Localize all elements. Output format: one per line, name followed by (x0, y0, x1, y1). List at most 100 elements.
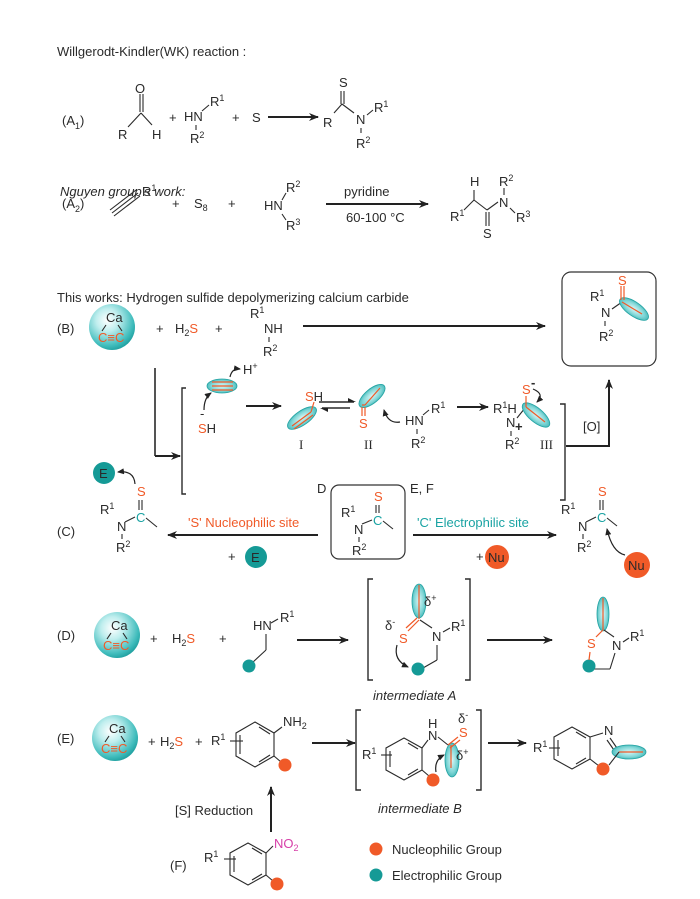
svg-text:R2: R2 (352, 542, 366, 558)
svg-text:SH: SH (198, 421, 216, 436)
svg-text:S: S (252, 110, 261, 125)
svg-text:N: N (432, 629, 441, 644)
svg-text:E: E (99, 466, 108, 481)
electrophilic-group-dot (582, 659, 596, 673)
svg-text:N: N (578, 519, 587, 534)
svg-text:+: + (228, 196, 236, 211)
svg-text:R1: R1 (100, 501, 114, 517)
svg-text:R1: R1 (362, 746, 376, 762)
svg-text:HN: HN (264, 198, 283, 213)
svg-text:C≡C: C≡C (98, 330, 124, 345)
thioamide-box (330, 484, 406, 560)
svg-text:S: S (374, 489, 383, 504)
nucleophilic-group-dot (270, 877, 284, 891)
label-d: (D) (57, 628, 75, 643)
svg-text:R1: R1 (142, 183, 156, 199)
scheme-a2: (A2) R1 + S8 + HN R2 R3 pyridine 60-100 … (62, 173, 530, 241)
nucleophile-badge (485, 545, 509, 569)
svg-text:+: + (195, 734, 203, 749)
svg-text:N: N (354, 522, 363, 537)
svg-text:S: S (459, 725, 468, 740)
heading-nguyen: Nguyen group's work: (60, 184, 186, 199)
svg-text:C: C (373, 513, 382, 528)
scheme-e: (E) Ca C≡C + H2S + R1 NH2 R1 H N (57, 709, 647, 816)
legend: Nucleophilic Group Electrophilic Group (369, 842, 502, 883)
calcium-carbide-sphere: Ca C≡C (92, 715, 138, 761)
svg-text:C≡C: C≡C (103, 638, 129, 653)
svg-text:S8: S8 (194, 196, 208, 213)
s-nucleophilic-site: 'S' Nucleophilic site (188, 515, 299, 530)
svg-text:S: S (399, 631, 408, 646)
svg-text:C: C (597, 510, 606, 525)
delta-plus: δ+ (456, 747, 469, 763)
nucleophilic-group-dot (596, 762, 610, 776)
svg-text:O: O (135, 81, 145, 96)
svg-text:R1: R1 (210, 93, 224, 109)
svg-text:-: - (200, 406, 204, 421)
nucleophile-badge (624, 552, 650, 578)
scheme-f: [S] Reduction (F) R1 NO2 (170, 786, 299, 891)
svg-text:R1: R1 (211, 732, 225, 748)
legend-swatch-nucleophilic (369, 842, 383, 856)
svg-text:R1: R1 (431, 400, 445, 416)
svg-text:R2: R2 (356, 135, 370, 151)
legend-item-electrophilic: Electrophilic Group (369, 868, 502, 883)
svg-text:-: - (531, 375, 535, 390)
svg-text:R2: R2 (577, 539, 591, 555)
delta-minus: δ- (385, 617, 395, 633)
svg-text:+: + (476, 549, 484, 564)
product-box (561, 271, 657, 367)
svg-text:+: + (215, 321, 223, 336)
scheme-c: (C) E S C R1 N R2 'S' Nucleophilic site … (57, 462, 650, 578)
label-a2: (A2) (62, 196, 84, 214)
tag-ef: E, F (410, 481, 434, 496)
svg-text:R2: R2 (190, 130, 204, 146)
svg-text:R: R (118, 127, 127, 142)
scheme-b: (B) Ca C≡C + H2S + R1 NH R2 R1 N R2 S (57, 271, 657, 501)
svg-text:Ca: Ca (111, 618, 128, 633)
svg-text:R2: R2 (116, 539, 130, 555)
svg-text:N: N (604, 723, 613, 738)
svg-text:+: + (150, 631, 158, 646)
svg-text:R2: R2 (505, 436, 519, 452)
svg-text:N: N (356, 112, 365, 127)
svg-text:R1: R1 (450, 208, 464, 224)
electrophile-badge (93, 462, 115, 484)
svg-text:S: S (618, 273, 627, 288)
label-c: (C) (57, 524, 75, 539)
electrophile-badge (245, 546, 267, 568)
svg-text:N: N (506, 415, 515, 430)
svg-text:R: R (323, 115, 332, 130)
condition-oxidation: [O] (583, 419, 600, 434)
svg-text:+: + (515, 419, 523, 434)
label-intermediate-iii: III (540, 437, 553, 452)
svg-text:+: + (232, 110, 240, 125)
svg-text:+: + (219, 631, 227, 646)
svg-text:+: + (148, 734, 156, 749)
svg-text:C≡C: C≡C (101, 741, 127, 756)
condition-temperature: 60-100 °C (346, 210, 405, 225)
label-a1: (A1) (62, 113, 84, 131)
svg-text:N: N (601, 305, 610, 320)
calcium-carbide-sphere: Ca C≡C (94, 612, 140, 658)
svg-text:S: S (137, 484, 146, 499)
svg-text:H: H (470, 174, 479, 189)
svg-text:HN: HN (184, 109, 203, 124)
svg-text:R1: R1 (561, 501, 575, 517)
electrophilic-group-dot (242, 659, 256, 673)
svg-text:R2: R2 (263, 343, 277, 359)
svg-text:NH2: NH2 (283, 714, 307, 731)
svg-text:+: + (228, 549, 236, 564)
condition-reduction: [S] Reduction (175, 803, 253, 818)
svg-text:+: + (172, 196, 180, 211)
c-electrophilic-site: 'C' Electrophilic site (417, 515, 529, 530)
svg-text:R2: R2 (599, 328, 613, 344)
svg-text:R2: R2 (411, 435, 425, 451)
svg-text:S: S (359, 416, 368, 431)
label-b: (B) (57, 321, 74, 336)
legend-item-nucleophilic: Nucleophilic Group (369, 842, 502, 857)
svg-text:HN: HN (253, 618, 272, 633)
label-intermediate-ii: II (364, 437, 373, 452)
label-e: (E) (57, 731, 74, 746)
